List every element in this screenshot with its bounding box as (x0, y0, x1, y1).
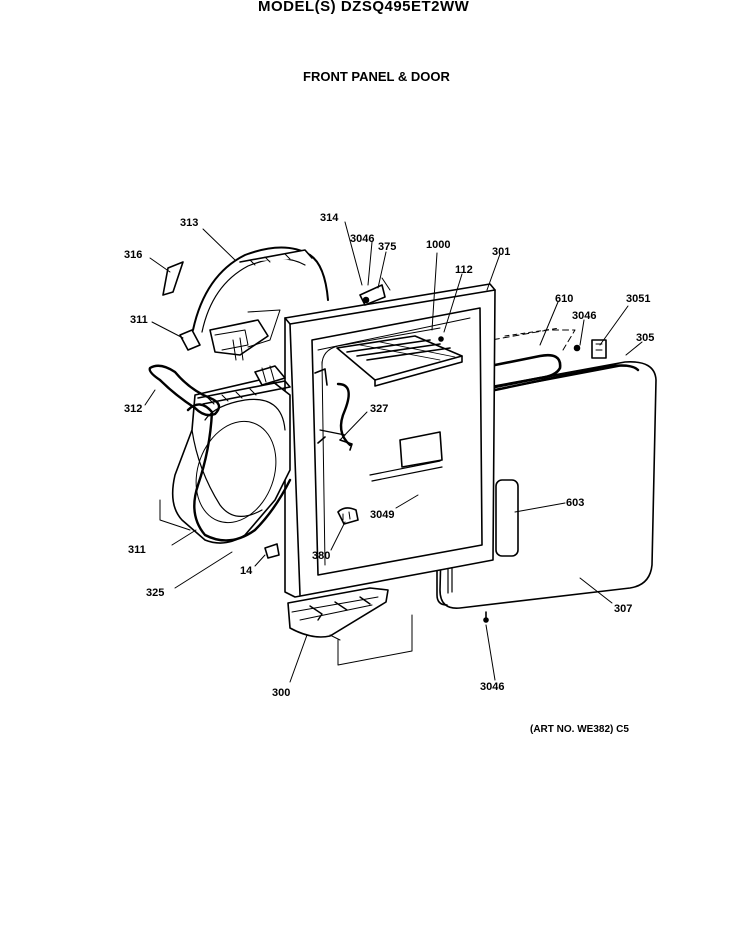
callout-307: 307 (614, 603, 632, 615)
callout-305: 305 (636, 332, 654, 344)
callout-3051: 3051 (626, 293, 650, 305)
door-handle (495, 479, 519, 557)
callout-3046-hinge: 3046 (572, 310, 596, 322)
callout-327: 327 (370, 403, 388, 415)
callout-3046-top: 3046 (350, 233, 374, 245)
glide (179, 329, 201, 351)
callout-312: 312 (124, 403, 142, 415)
callout-311: 311 (130, 314, 148, 326)
felt-strip (162, 261, 184, 296)
callout-380: 380 (312, 550, 330, 562)
callout-14: 14 (240, 565, 253, 577)
callout-314: 314 (320, 212, 339, 224)
model-number: MODEL(S) DZSQ495ET2WW (258, 0, 470, 15)
screw (483, 617, 489, 623)
leader-lines (144, 221, 643, 683)
callout-3046-bottom: 3046 (480, 681, 504, 693)
lower-panel (287, 587, 389, 638)
callout-610: 610 (555, 293, 573, 305)
clip (264, 543, 280, 559)
front-panel (284, 283, 496, 598)
drum-support (162, 246, 329, 361)
callout-labels: 313 316 311 312 311 325 14 314 3046 375 … (124, 212, 654, 699)
bulkhead (148, 364, 292, 544)
callout-603: 603 (566, 497, 584, 509)
callout-112: 112 (455, 264, 473, 276)
section-title: FRONT PANEL & DOOR (303, 69, 450, 84)
art-number: (ART NO. WE382) C5 (530, 724, 629, 735)
callout-375: 375 (378, 241, 396, 253)
callout-316: 316 (124, 249, 142, 261)
callout-301: 301 (492, 246, 510, 258)
callout-311-lower: 311 (128, 544, 146, 556)
callout-1000: 1000 (426, 239, 450, 251)
hinge (591, 339, 607, 359)
callout-3049: 3049 (370, 509, 394, 521)
callout-313: 313 (180, 217, 198, 229)
callout-325: 325 (146, 587, 164, 599)
callout-300: 300 (272, 687, 290, 699)
screw (573, 344, 581, 352)
